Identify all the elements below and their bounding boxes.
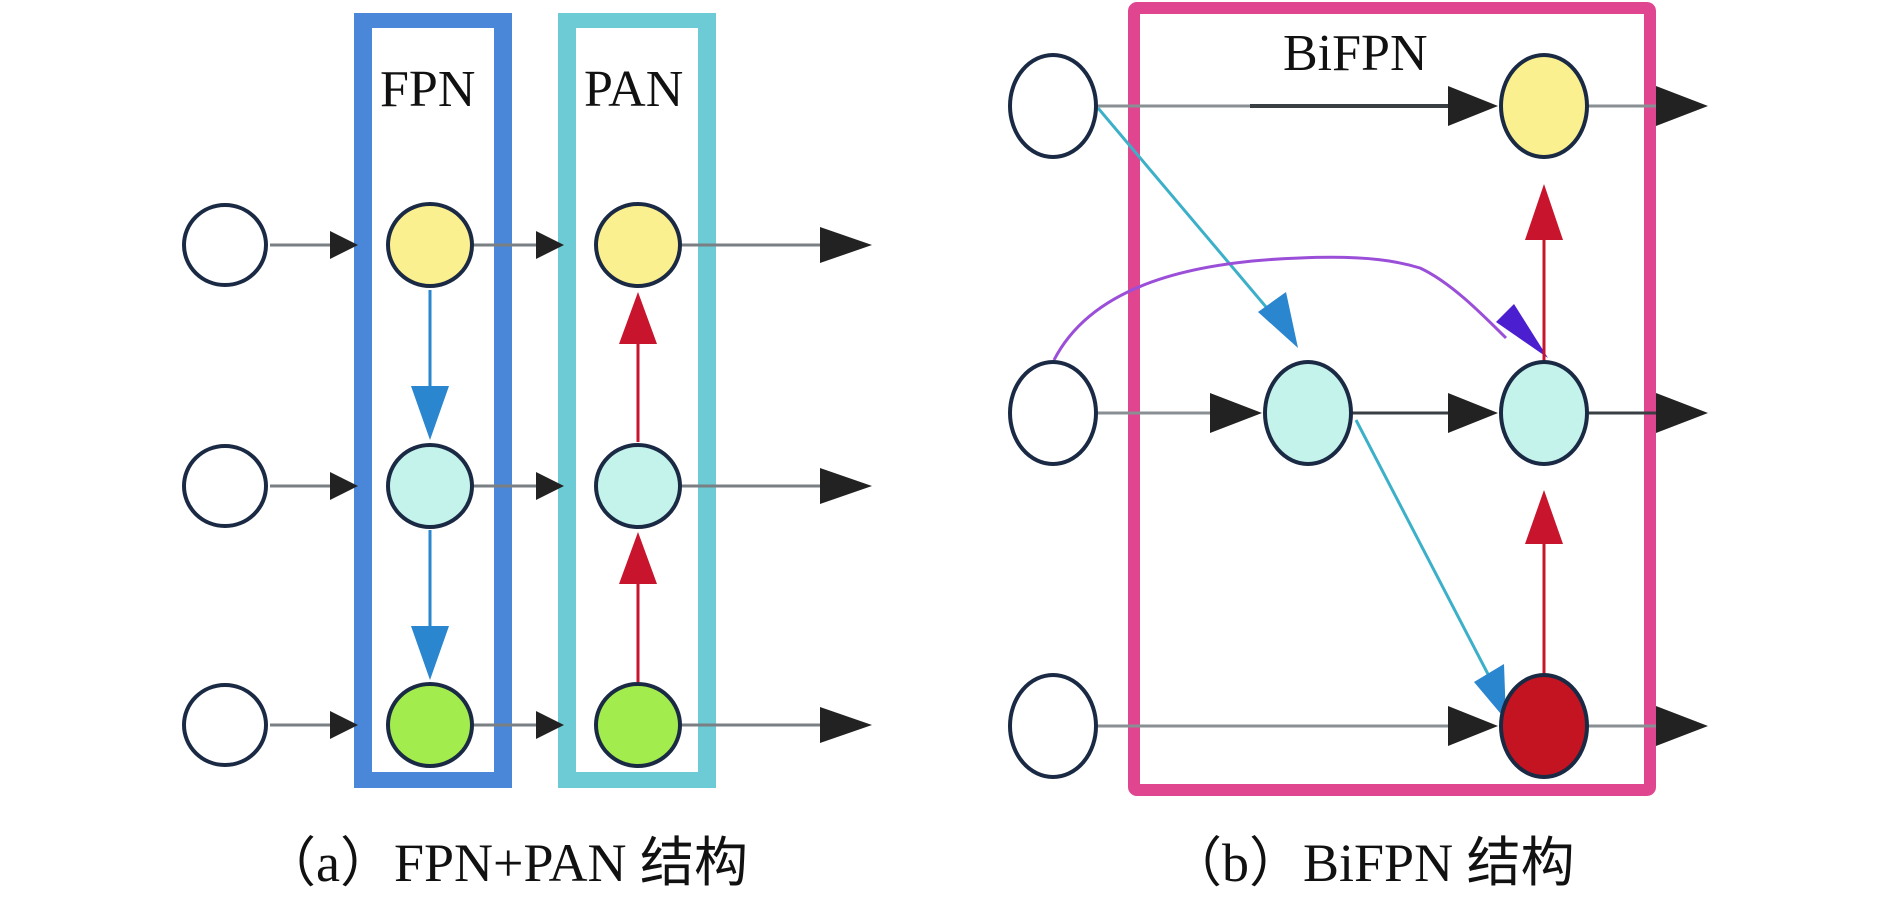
arrowhead: [536, 231, 564, 259]
input-node: [1008, 673, 1098, 779]
arrowhead: [536, 472, 564, 500]
input-nodes: [182, 203, 268, 767]
fpn-top-down-arrows: [411, 290, 449, 680]
bifpn-teal-down-1: [1096, 107, 1298, 348]
arrowhead: [1448, 86, 1498, 126]
row-top-connections: [270, 227, 872, 263]
output-arrowhead: [820, 227, 872, 263]
bifpn-skip-connection: [1052, 255, 1548, 361]
bifpn-row-middle: [1096, 393, 1708, 433]
bifpn-input-nodes: [1008, 53, 1098, 779]
output-arrowhead: [820, 468, 872, 504]
red-arrowhead: [619, 532, 657, 584]
purple-arrowhead: [1496, 304, 1548, 358]
input-node: [1008, 360, 1098, 466]
arrowhead: [536, 711, 564, 739]
row-bottom-connections: [270, 707, 872, 743]
bifpn-row-top: [1096, 86, 1708, 126]
output-arrowhead: [1656, 706, 1708, 746]
caption-b: （b）BiFPN 结构: [1168, 833, 1575, 893]
arrowhead: [330, 231, 358, 259]
bifpn-output-nodes: [1499, 53, 1589, 779]
pan-label: PAN: [584, 61, 684, 118]
bifpn-row-bottom: [1096, 706, 1708, 746]
node-cyan: [594, 443, 682, 529]
fpn-nodes: [386, 202, 474, 768]
caption-a: （a）FPN+PAN 结构: [262, 833, 749, 893]
pan-nodes: [594, 202, 682, 768]
input-node: [182, 683, 268, 767]
arrowhead: [330, 472, 358, 500]
arrowhead: [1448, 393, 1498, 433]
pan-bottom-up-arrows: [619, 292, 657, 682]
blue-arrowhead: [411, 626, 449, 680]
node-yellow: [386, 202, 474, 288]
red-arrowhead: [1525, 490, 1563, 544]
bifpn-label: BiFPN: [1283, 25, 1428, 82]
node-red: [1499, 673, 1589, 779]
input-node: [1008, 53, 1098, 159]
output-arrowhead: [1656, 393, 1708, 433]
diagram-b: [1008, 2, 1708, 796]
node-yellow: [1499, 53, 1589, 159]
bifpn-bottom-up-arrows: [1525, 184, 1563, 676]
arrowhead: [330, 711, 358, 739]
node-cyan-intermediate: [1263, 360, 1353, 466]
bifpn-box: [1128, 2, 1656, 796]
row-middle-connections: [270, 468, 872, 504]
arrowhead: [1210, 393, 1262, 433]
node-green: [386, 682, 474, 768]
red-arrowhead: [1525, 184, 1563, 240]
node-cyan: [386, 443, 474, 529]
input-node: [182, 444, 268, 528]
red-arrowhead: [619, 292, 657, 344]
input-node: [182, 203, 268, 287]
bifpn-teal-down-2: [1354, 419, 1506, 720]
node-green: [594, 682, 682, 768]
output-arrowhead: [820, 707, 872, 743]
blue-arrowhead: [411, 386, 449, 440]
fpn-label: FPN: [380, 61, 476, 118]
output-arrowhead: [1656, 86, 1708, 126]
node-yellow: [594, 202, 682, 288]
arrowhead: [1448, 706, 1498, 746]
blue-arrowhead: [1258, 292, 1298, 348]
node-cyan: [1499, 360, 1589, 466]
diagram-a: [182, 13, 872, 788]
blue-arrowhead: [1474, 664, 1506, 720]
